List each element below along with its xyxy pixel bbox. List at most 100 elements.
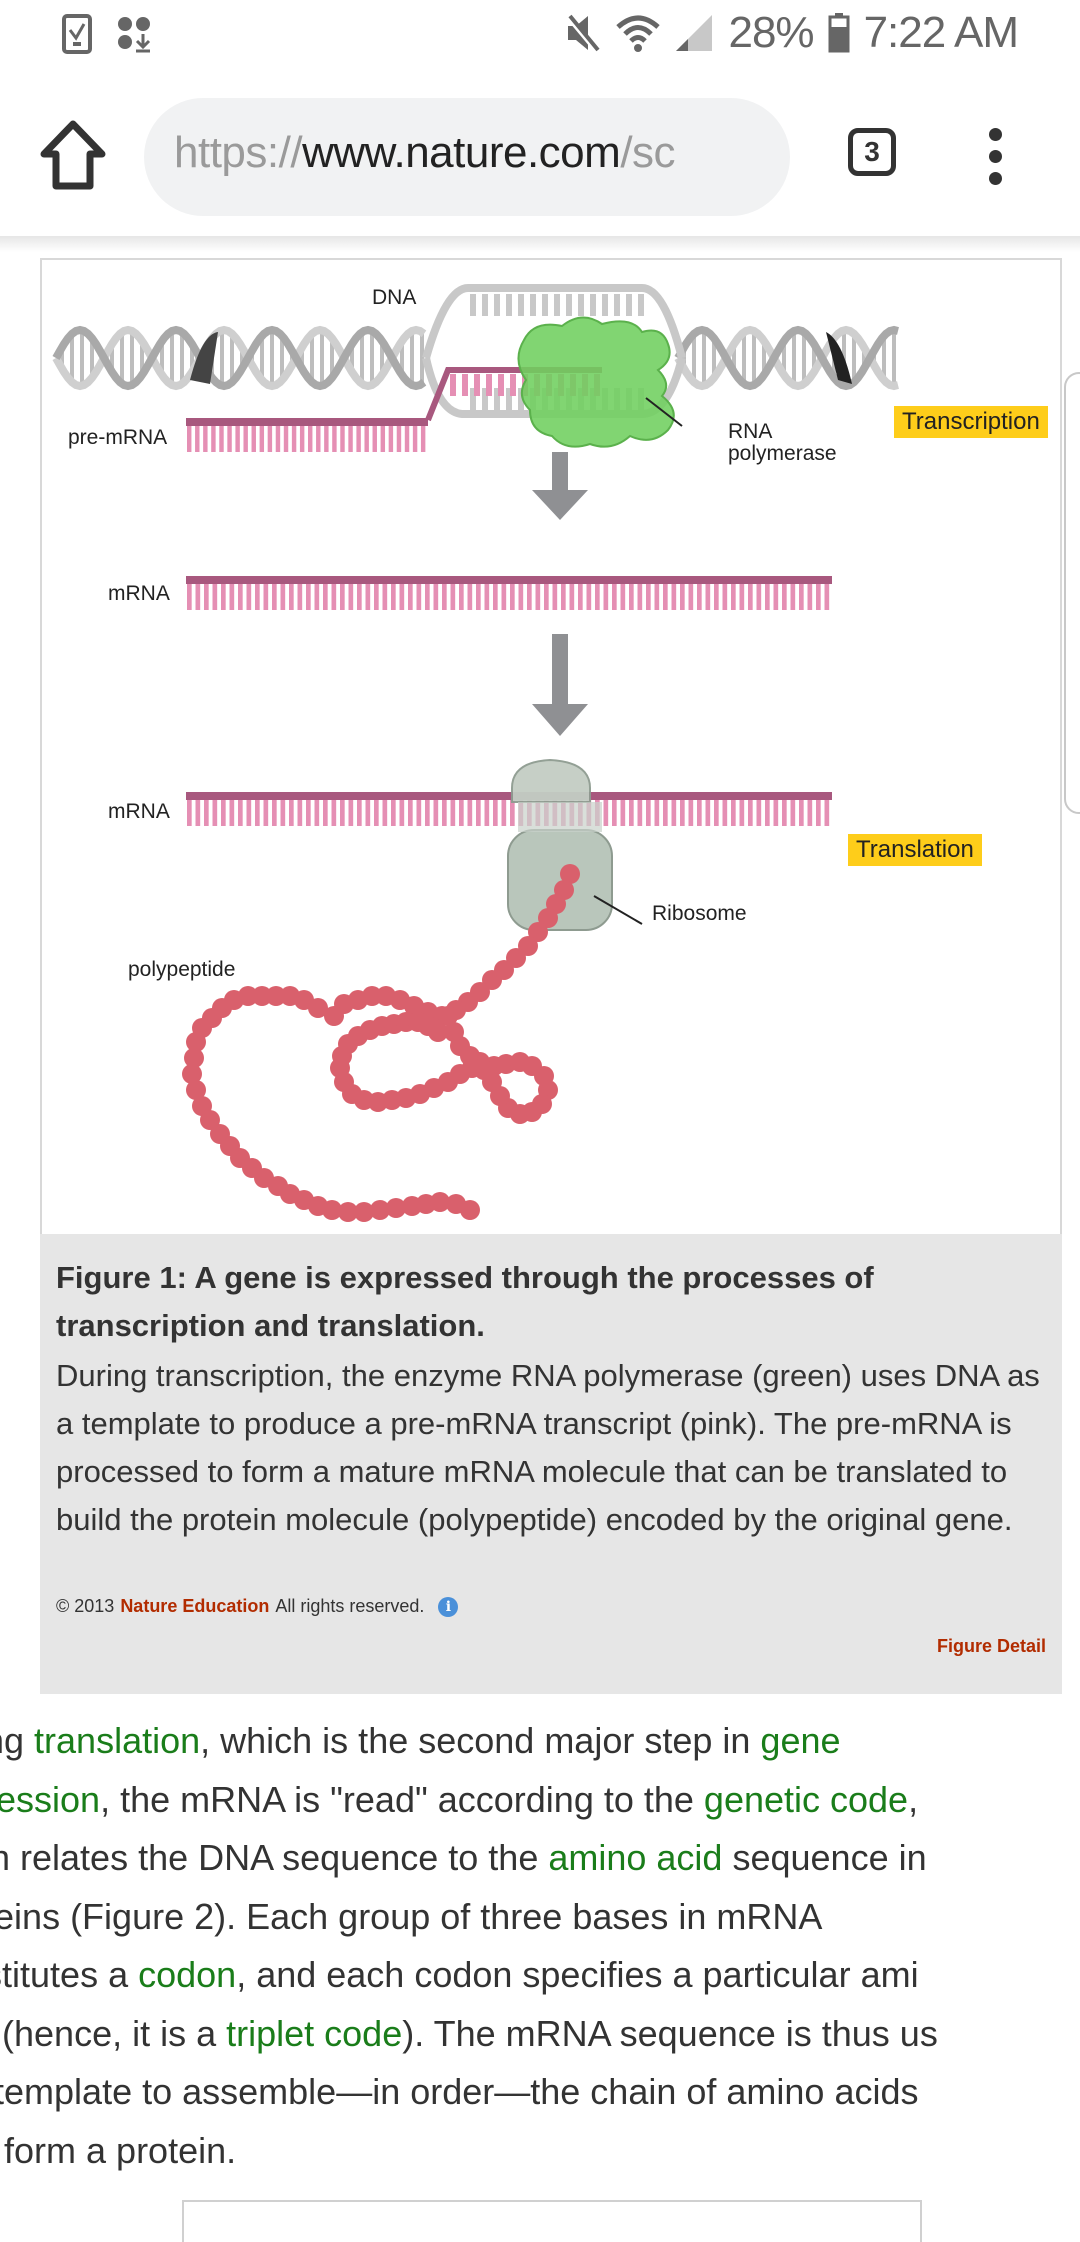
- mrna-base: [612, 584, 617, 610]
- mrna-base: [229, 800, 235, 826]
- pre-mrna-base: [324, 426, 329, 452]
- mrna-base: [340, 800, 345, 826]
- pre-mrna-base: [412, 426, 418, 452]
- label-rna: RNA: [728, 420, 773, 443]
- mrna-base: [399, 800, 405, 826]
- mrna-base: [391, 800, 396, 826]
- mrna-base: [212, 800, 218, 826]
- url-text[interactable]: https://www.nature.com/sc: [174, 128, 676, 178]
- mrna-base: [306, 584, 311, 610]
- battery-icon: [828, 13, 850, 53]
- mrna-base: [212, 584, 218, 610]
- article-text: ring: [0, 1720, 25, 1761]
- article-line: nstitutes a codon, and each codon specif…: [0, 1946, 1080, 2005]
- figure-1: DNA pre-mRNA RNA polymerase Transcriptio…: [40, 258, 1062, 1694]
- glossary-link[interactable]: triplet code: [226, 2012, 403, 2054]
- mrna-base: [501, 800, 507, 826]
- mrna-base: [314, 800, 320, 826]
- dna-dark-segment: [826, 332, 852, 384]
- mrna-base: [255, 800, 260, 826]
- mrna-base: [484, 800, 490, 826]
- status-bar: 28% 7:22 AM: [0, 0, 1080, 72]
- mrna-base: [680, 584, 685, 610]
- mrna-base: [535, 584, 541, 610]
- pre-mrna-base: [243, 426, 248, 452]
- mrna-base: [603, 584, 609, 610]
- url-scheme: https://: [174, 128, 303, 177]
- amino-acid: [538, 908, 558, 928]
- mrna-base: [756, 584, 762, 610]
- mrna-base: [816, 800, 821, 826]
- glossary-link[interactable]: pression: [0, 1778, 101, 1820]
- overflow-menu-icon[interactable]: [980, 128, 1010, 188]
- gene-expression-diagram: [52, 284, 899, 1222]
- mrna-base: [331, 584, 337, 610]
- amino-acid: [430, 1192, 450, 1212]
- url-bar[interactable]: https://www.nature.com/sc: [144, 98, 790, 216]
- pre-mrna-base: [219, 426, 224, 452]
- side-panel-handle[interactable]: [1064, 372, 1080, 814]
- pre-mrna-base: [388, 426, 394, 452]
- figure-detail-link[interactable]: Figure Detail: [936, 1636, 1046, 1656]
- copyright-suffix: All rights reserved.: [275, 1596, 425, 1616]
- dna-backbone: [674, 325, 899, 391]
- glossary-link[interactable]: translation: [34, 1720, 201, 1761]
- mrna-base: [246, 800, 252, 826]
- glossary-link[interactable]: amino acid: [548, 1837, 723, 1878]
- mrna-base: [527, 584, 532, 610]
- mrna-base: [739, 584, 745, 610]
- pre-mrna-base: [364, 426, 369, 452]
- mrna-base: [620, 800, 626, 826]
- mrna-base: [807, 800, 813, 826]
- mrna-base: [314, 584, 320, 610]
- mrna-base: [433, 800, 439, 826]
- dna-top-base: [614, 294, 620, 316]
- dna-top-base: [494, 294, 500, 316]
- clock: 7:22 AM: [863, 8, 1019, 57]
- dna-dark-segment: [190, 332, 218, 384]
- mrna-base: [688, 800, 694, 826]
- pre-mrna-base: [332, 426, 337, 452]
- article-line: a template to assemble—in order—the chai…: [0, 2063, 1080, 2122]
- home-icon[interactable]: [38, 118, 108, 192]
- tab-switcher-button[interactable]: 3: [848, 128, 896, 176]
- amino-acid: [184, 1048, 204, 1068]
- glossary-link[interactable]: gene: [760, 1720, 841, 1761]
- arrow-down-1: [532, 452, 588, 520]
- dna-top-base: [470, 294, 476, 316]
- article-line: oteins (Figure 2). Each group of three b…: [0, 1888, 1080, 1947]
- rna-polymerase-pointer: [645, 397, 683, 427]
- mrna-base: [688, 584, 694, 610]
- article-text: id (hence, it is a: [0, 2012, 217, 2054]
- pre-mrna-base: [372, 426, 377, 452]
- figure-image[interactable]: DNA pre-mRNA RNA polymerase Transcriptio…: [40, 258, 1062, 1236]
- info-icon[interactable]: i: [438, 1596, 459, 1617]
- mrna-base: [501, 584, 507, 610]
- nature-education-link[interactable]: Nature Education: [120, 1596, 270, 1616]
- mrna-base: [663, 800, 668, 826]
- mrna-base: [731, 584, 736, 610]
- pre-mrna-base: [203, 426, 208, 452]
- mrna-base: [484, 584, 490, 610]
- pre-mrna-base: [356, 426, 361, 452]
- dna-top-base: [566, 294, 572, 316]
- mrna-base: [246, 584, 252, 610]
- mrna-base: [654, 584, 660, 610]
- amino-acid: [370, 1200, 390, 1220]
- mrna-base: [561, 584, 566, 610]
- glossary-link[interactable]: codon: [138, 1954, 237, 1995]
- mrna-base: [187, 800, 192, 826]
- mrna-base: [595, 584, 600, 610]
- mrna-base: [408, 800, 413, 826]
- label-mrna-2: mRNA: [108, 800, 170, 823]
- dna-bottom-base: [482, 388, 488, 410]
- mrna-base: [263, 800, 269, 826]
- mrna-base: [629, 800, 634, 826]
- mrna-base: [773, 584, 779, 610]
- glossary-link[interactable]: genetic code: [703, 1778, 909, 1820]
- amino-acid: [528, 922, 548, 942]
- cell-signal-icon: [676, 15, 713, 51]
- article-line: id (hence, it is a triplet code). The mR…: [0, 2005, 1080, 2064]
- mrna-base: [323, 800, 328, 826]
- mrna-base: [603, 800, 609, 826]
